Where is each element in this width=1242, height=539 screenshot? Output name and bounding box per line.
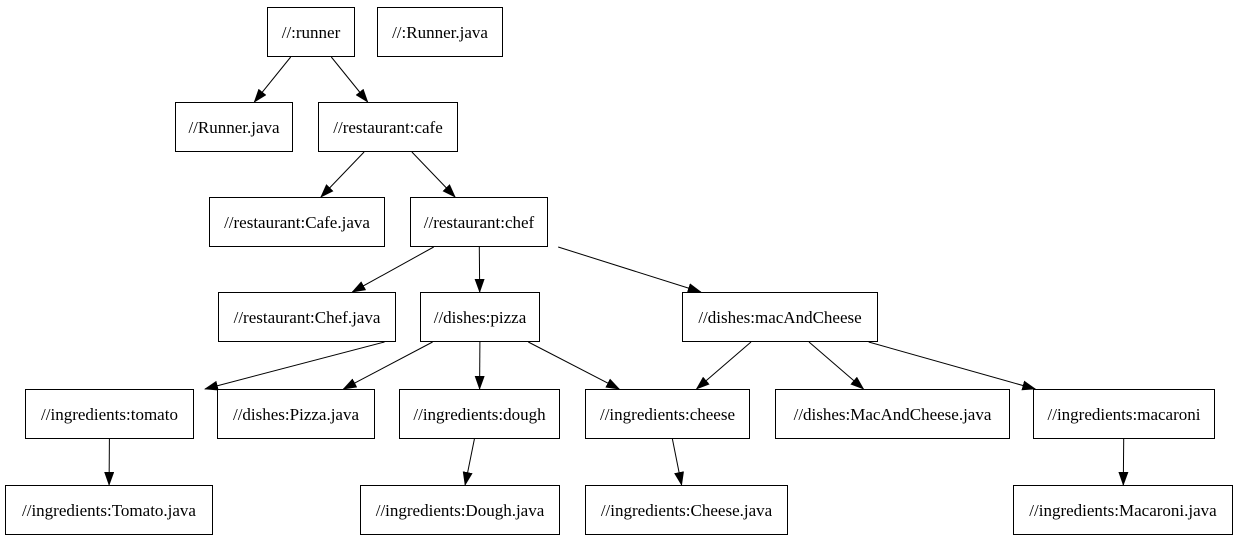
graph-node-cheese-java: //ingredients:Cheese.java	[585, 485, 788, 535]
node-label: //ingredients:dough	[413, 404, 546, 424]
graph-node-cafe-java: //restaurant:Cafe.java	[209, 197, 385, 247]
graph-node-macaroni-java: //ingredients:Macaroni.java	[1013, 485, 1233, 535]
graph-node-macaroni: //ingredients:macaroni	[1033, 389, 1215, 439]
graph-node-runner-java: //Runner.java	[175, 102, 293, 152]
graph-node-mac-and-cheese-java: //dishes:MacAndCheese.java	[775, 389, 1010, 439]
node-label: //dishes:Pizza.java	[232, 404, 360, 424]
node-label: //ingredients:cheese	[599, 404, 735, 424]
edge-runner-to-cafe	[330, 56, 369, 103]
edge-cheese-to-cheese-java	[671, 438, 684, 486]
graph-node-dough-java: //ingredients:Dough.java	[360, 485, 560, 535]
graph-node-dough: //ingredients:dough	[399, 389, 560, 439]
edge-dough-to-dough-java	[462, 438, 475, 486]
node-label: //:runner	[281, 22, 341, 42]
graph-node-mac-and-cheese: //dishes:macAndCheese	[682, 292, 878, 342]
node-label: //ingredients:Dough.java	[375, 500, 545, 520]
node-label: //dishes:pizza	[433, 307, 527, 327]
graph-node-chef-java: //restaurant:Chef.java	[218, 292, 396, 342]
node-label: //Runner.java	[188, 117, 280, 137]
node-label: //:Runner.java	[392, 22, 488, 42]
node-label: //dishes:macAndCheese	[698, 307, 862, 327]
node-label: //ingredients:Macaroni.java	[1029, 500, 1217, 520]
node-label: //ingredients:macaroni	[1047, 404, 1201, 424]
graph-node-tomato-java: //ingredients:Tomato.java	[5, 485, 213, 535]
edge-pizza-to-cheese	[528, 341, 621, 390]
node-label: //restaurant:Chef.java	[233, 307, 381, 327]
graph-node-pizza: //dishes:pizza	[420, 292, 540, 342]
node-label: //ingredients:Cheese.java	[600, 500, 773, 520]
node-label: //restaurant:Cafe.java	[224, 212, 370, 232]
edge-mac-and-cheese-to-macaroni	[868, 341, 1037, 391]
node-label: //ingredients:tomato	[41, 404, 178, 424]
edge-pizza-to-pizza-java	[342, 341, 433, 390]
edge-cafe-to-chef	[411, 151, 456, 198]
edge-chef-to-chef-java	[351, 246, 434, 293]
edge-group	[104, 56, 1129, 486]
edge-pizza-to-tomato	[204, 341, 385, 391]
node-label: //ingredients:Tomato.java	[22, 500, 196, 520]
graph-node-chef: //restaurant:chef	[410, 197, 548, 247]
edge-mac-and-cheese-to-cheese	[695, 341, 752, 390]
edge-mac-and-cheese-to-mac-and-cheese-java	[808, 341, 865, 390]
node-label: //dishes:MacAndCheese.java	[793, 404, 992, 424]
graph-node-cheese: //ingredients:cheese	[585, 389, 750, 439]
graph-node-runner: //:runner	[267, 7, 355, 57]
graph-node-tomato: //ingredients:tomato	[25, 389, 194, 439]
edge-runner-to-runner-java	[253, 56, 292, 103]
graph-node-pizza-java: //dishes:Pizza.java	[217, 389, 375, 439]
node-label: //restaurant:chef	[423, 212, 535, 232]
edge-chef-to-mac-and-cheese	[558, 246, 702, 293]
node-label: //restaurant:cafe	[333, 117, 443, 137]
graph-node-runner-java-target: //:Runner.java	[377, 7, 503, 57]
graph-node-cafe: //restaurant:cafe	[318, 102, 458, 152]
edge-cafe-to-cafe-java	[320, 151, 365, 198]
